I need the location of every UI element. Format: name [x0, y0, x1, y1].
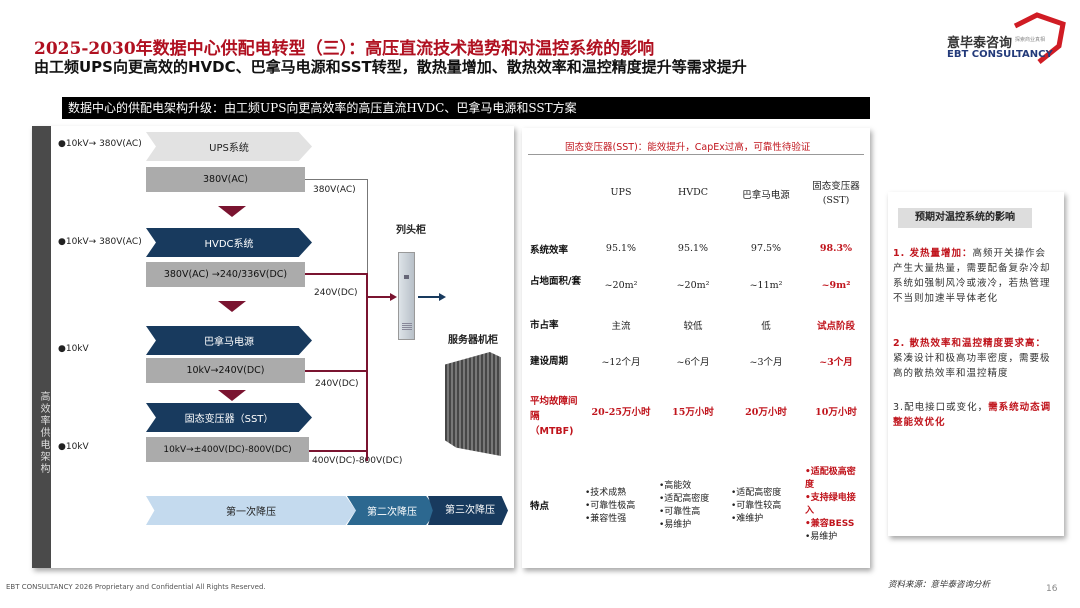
panama-conversion-box: 10kV→240V(DC): [146, 358, 305, 383]
row-label-features: 特点: [530, 501, 550, 512]
table-title: 固态变压器(SST)：能效提升，CapEx过高，可靠性待验证: [565, 142, 811, 153]
column-cabinet-icon: [398, 252, 415, 340]
row-label: 系统效率: [530, 245, 569, 256]
features-sst: •适配极高密度•支持绿电接入•兼容BESS•易维护: [805, 467, 856, 542]
col-header-panama: 巴拿马电源: [742, 190, 790, 201]
row-label: 市占率: [530, 320, 559, 331]
ups-conversion-box: 380V(AC): [146, 167, 305, 192]
copyright: EBT CONSULTANCY 2026 Proprietary and Con…: [6, 583, 266, 591]
logo: 意毕泰咨询 探索商业真相 EBT CONSULTANCY: [945, 10, 1070, 65]
impact-item-2: 2. 散热效率和温控精度要求高：紧凑设计和极高功率密度，需要极高的散热效率和温控…: [893, 338, 1051, 379]
hvdc-connector: [305, 273, 368, 275]
down-arrow-icon: [218, 206, 246, 217]
sst-connector: [309, 450, 368, 452]
features-ups: •技术成熟•可靠性极高•兼容性强: [585, 488, 636, 524]
hvdc-system-chevron: HVDC系统: [146, 228, 312, 257]
side-label: 高效率供电架构: [32, 126, 51, 568]
arrow-to-rack: [418, 296, 440, 298]
impact-item-1: 1. 发热量增加：高频开关操作会产生大量热量，需要配备复杂冷却系统如强制风冷或液…: [893, 248, 1051, 304]
impact-title: 预期对温控系统的影响: [898, 208, 1032, 228]
source-note: 资料来源：意毕泰咨询分析: [888, 580, 991, 590]
section-banner: 数据中心的供配电架构升级：由工频UPS向更高效率的高压直流HVDC、巴拿马电源和…: [62, 97, 870, 119]
table-cell: 95.1%: [677, 243, 709, 254]
sst-chevron: 固态变压器（SST）: [146, 403, 312, 432]
table-cell: 10万小时: [815, 407, 857, 418]
arrow-to-cabinet: [368, 296, 392, 298]
stage-first: 第一次降压: [146, 496, 356, 525]
table-cell: 试点阶段: [816, 321, 856, 332]
sst-conversion-box: 10kV→±400V(DC)-800V(DC): [146, 437, 309, 462]
arrow-head-icon: [439, 293, 446, 301]
page-subtitle: 由工频UPS向更高效的HVDC、巴拿马电源和SST转型，散热量增加、散热效率和温…: [34, 58, 747, 76]
down-arrow-icon: [218, 390, 246, 401]
table-cell: 20-25万小时: [591, 407, 651, 418]
ups-system-chevron: UPS系统: [146, 132, 312, 161]
panama-connector: [305, 370, 368, 372]
table-cell: ~20m²: [676, 280, 710, 291]
table-cell: ~6个月: [676, 357, 710, 368]
ups-output-label: 380V(AC): [313, 185, 356, 195]
table-cell: 较低: [683, 321, 703, 332]
server-rack-label: 服务器机柜: [448, 335, 498, 346]
table-cell: ~12个月: [601, 357, 641, 368]
col-header-hvdc: HVDC: [677, 187, 709, 198]
col-header-ups: UPS: [610, 187, 632, 198]
table-cell: ~11m²: [749, 280, 783, 291]
column-cabinet-label: 列头柜: [396, 225, 426, 236]
shield-logo-icon: [1013, 12, 1066, 64]
impact-item-3: 3.配电接口或变化，需系统动态调整能效优化: [893, 402, 1052, 428]
table-cell: 20万小时: [745, 407, 787, 418]
table-cell: ~3个月: [749, 357, 783, 368]
row-label: 平均故障间隔（MTBF): [530, 396, 578, 437]
features-hvdc: •高能效•适配高密度•可靠性高•易维护: [659, 481, 710, 530]
table-cell: 95.1%: [605, 243, 637, 254]
table-cell: 97.5%: [750, 243, 782, 254]
hvdc-output-label: 240V(DC): [314, 288, 358, 298]
table-cell: ~3个月: [819, 357, 853, 368]
table-cell: 98.3%: [819, 243, 853, 254]
input-voltage-sst: ●10kV: [58, 442, 89, 452]
page-number: 16: [1046, 584, 1058, 594]
server-rack-icon: [445, 352, 501, 456]
stage-second: 第二次降压: [347, 496, 437, 525]
impact-panel: [888, 192, 1064, 536]
table-cell: 主流: [611, 321, 631, 332]
table-cell: 15万小时: [672, 407, 714, 418]
logo-tagline: 探索商业真相: [1015, 37, 1046, 43]
stage-third: 第三次降压: [428, 496, 508, 525]
comparison-table-panel: [522, 128, 870, 568]
ups-connector: [305, 179, 368, 180]
logo-en: EBT CONSULTANCY: [947, 49, 1053, 60]
panama-output-label: 240V(DC): [315, 379, 359, 389]
input-voltage-hvdc: ●10kV→ 380V(AC): [58, 237, 142, 247]
arrow-head-icon: [390, 293, 397, 301]
ups-connector: [367, 179, 368, 296]
down-arrow-icon: [218, 301, 246, 312]
table-cell: ~20m²: [604, 280, 638, 291]
col-header-sst: 固态变压器 (SST): [812, 181, 860, 206]
input-voltage-panama: ●10kV: [58, 344, 89, 354]
page-title: 2025-2030年数据中心供配电转型（三）：高压直流技术趋势和对温控系统的影响: [34, 39, 655, 59]
input-voltage-ups: ●10kV→ 380V(AC): [58, 139, 142, 149]
features-panama: •适配高密度•可靠性较高•难维护: [731, 488, 782, 524]
main-bus-line: [366, 273, 368, 461]
hvdc-conversion-box: 380V(AC) →240/336V(DC): [146, 262, 305, 287]
table-cell: 低: [761, 321, 771, 332]
divider: [528, 154, 864, 155]
row-label: 占地面积/套: [530, 276, 581, 287]
panama-power-chevron: 巴拿马电源: [146, 326, 312, 355]
table-cell: ~9m²: [821, 280, 851, 291]
sst-output-label: 400V(DC)-800V(DC): [312, 456, 403, 466]
logo-cn: 意毕泰咨询: [947, 36, 1013, 51]
row-label: 建设周期: [530, 356, 569, 367]
